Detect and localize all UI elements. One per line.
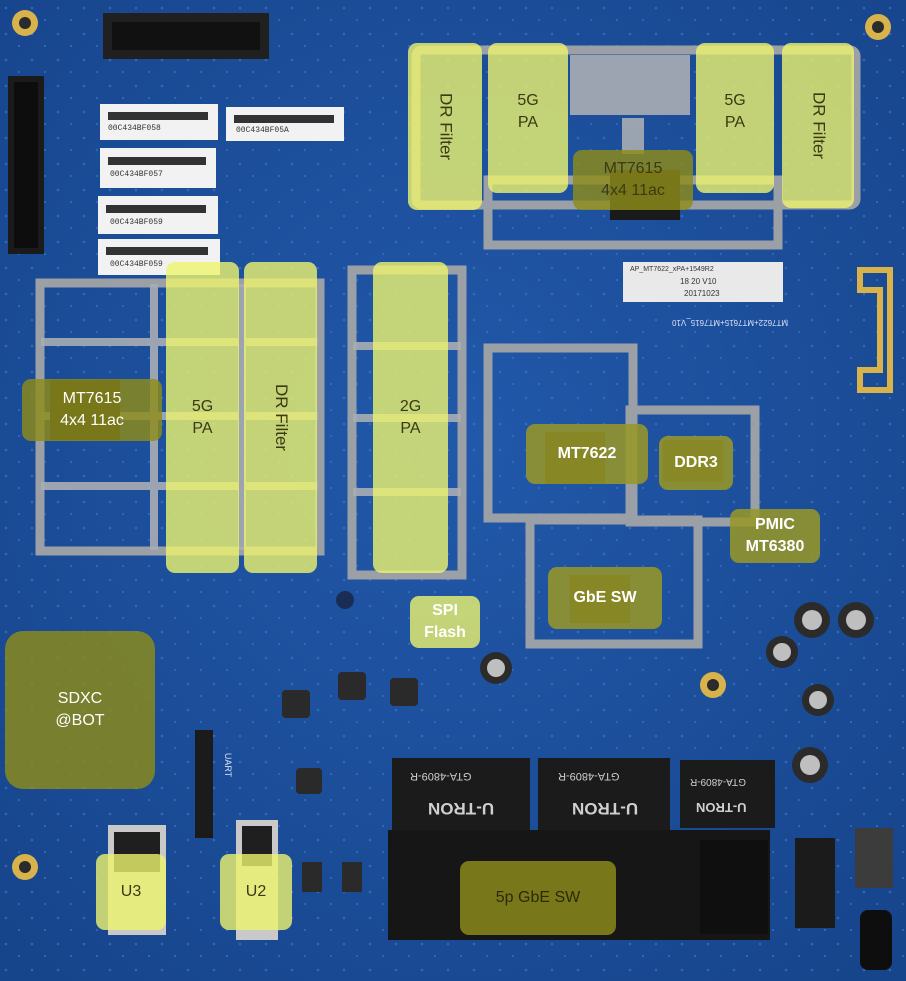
uart-silkscreen: UART [223,752,234,778]
highlight-5p-gbe-sw [460,861,616,935]
magnetics-text-2: GTA-4809-R [558,770,620,782]
label-u3: U3 [120,883,142,901]
capacitors [480,602,874,783]
inductors [282,672,418,794]
label-u2: U2 [245,883,267,901]
highlight-5g-pa-top-left [488,43,568,193]
highlight-dr-filter-top-right [782,43,854,208]
power-jack [795,838,835,928]
label-5p-gbe-sw: 5p GbE SW [495,889,581,907]
sticker-text-2: 00C434BF05A [236,126,289,135]
label-mt7622: MT7622 [557,445,617,463]
highlight-pmic [730,509,820,563]
board-tag-line-3: 20171023 [684,289,720,298]
label-dr-filter-top-right: DR Filter [809,91,829,160]
highlight-mt7615-top [573,150,693,210]
highlight-ddr3 [659,436,733,490]
highlight-5g-pa-left [166,262,239,573]
label-5g-pa-top-left: 5G PA [517,92,539,131]
label-dr-filter-top-left: DR Filter [436,92,456,161]
ethernet-magnetics [392,758,775,830]
label-5g-pa-top-right: 5G PA [724,92,746,131]
board-tag-line-2: 18 20 V10 [680,277,717,286]
highlight-5g-pa-top-right [696,43,774,193]
serial-stickers [98,104,344,275]
power-switch [855,828,893,888]
sticker-text-5: 00C434BF059 [110,260,163,269]
label-mt7615-left: MT7615 4x4 11ac [60,390,124,429]
highlight-gbe-sw [548,567,662,629]
sticker-text-3: 00C434BF057 [110,170,163,179]
utron-text-1: U-TRON [428,799,495,818]
highlight-mt7615-left [22,379,162,441]
highlight-u3 [96,854,166,930]
label-gbe-sw: GbE SW [573,589,637,607]
highlight-2g-pa [373,262,448,573]
highlight-dr-filter-top-left [408,43,482,210]
pcb-antenna [857,267,893,393]
pin-headers [8,13,269,838]
tact-switches [302,862,362,892]
highlight-mt7622 [526,424,648,484]
label-pmic: PMIC MT6380 [745,516,805,555]
label-spi-flash: SPI Flash [424,602,466,641]
label-5g-pa-left: 5G PA [191,398,214,437]
label-dr-filter-left: DR Filter [271,383,291,452]
board-tag [623,262,783,302]
board-tag-line-1: AP_MT7622_xPA+1549R2 [630,266,714,273]
highlight-spi-flash [410,596,480,648]
label-ddr3: DDR3 [674,454,718,472]
utron-text-3: U-TRON [696,800,747,815]
label-sdxc: SDXC @BOT [55,690,105,729]
magnetics-text-3: GTA-4809-R [690,776,746,787]
magnetics-text-1: GTA-4809-R [410,770,472,782]
board-name-silkscreen: MT7622+MT7615+MT7615_V10 [672,318,789,327]
utron-text-2: U-TRON [572,799,639,818]
label-2g-pa: 2G PA [399,398,422,437]
sticker-text-4: 00C434BF059 [110,218,163,227]
label-mt7615-top: MT7615 4x4 11ac [601,160,665,199]
highlight-dr-filter-left [244,262,317,573]
highlight-sdxc [5,631,155,789]
highlight-u2 [220,854,292,930]
sticker-text-1: 00C434BF058 [108,124,161,133]
